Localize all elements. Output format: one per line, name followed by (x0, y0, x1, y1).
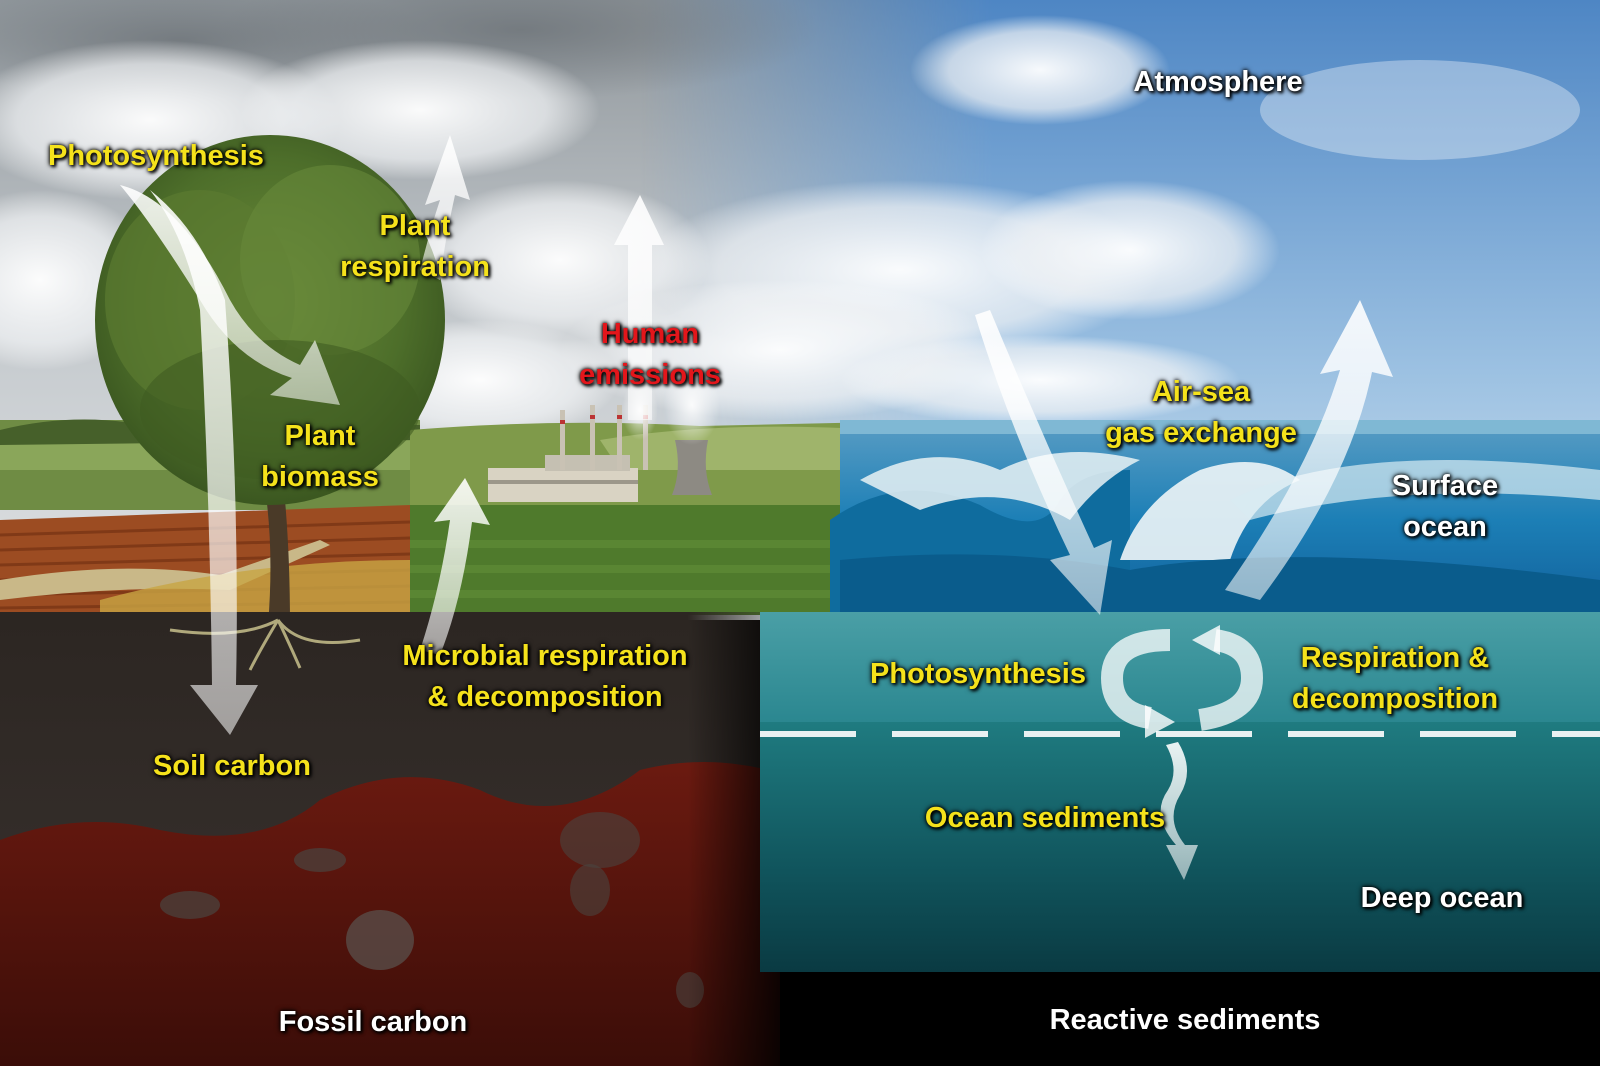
roots (169, 618, 361, 671)
plant-respiration-line1: Plant (379, 210, 451, 242)
label-reactive-sediments: Reactive sediments (1049, 1004, 1321, 1036)
label-surface-ocean: Surface ocean (1392, 466, 1498, 548)
plant-respiration-line2: respiration (340, 251, 490, 283)
label-plant-biomass: Plant biomass (261, 416, 379, 498)
human-emissions-arrow (614, 195, 664, 420)
ocean-sediments-arrow (1160, 742, 1198, 880)
microbial-respiration-arrow (420, 478, 490, 655)
human-emissions-line2: emissions (579, 359, 721, 391)
power-plant (488, 365, 720, 502)
human-emissions-line1: Human (600, 318, 700, 350)
label-air-sea-exchange: Air-sea gas exchange (1105, 372, 1297, 454)
respiration-decomposition-line2: decomposition (1291, 683, 1499, 715)
label-ocean-sediments: Ocean sediments (924, 802, 1166, 834)
air-sea-up-arrow (1225, 300, 1393, 600)
air-sea-down-arrow (975, 310, 1112, 615)
ocean-cycle-arrows (1100, 629, 1264, 731)
label-human-emissions: Human emissions (579, 314, 721, 396)
respiration-decomposition-line1: Respiration & (1300, 642, 1490, 674)
label-deep-ocean: Deep ocean (1360, 882, 1524, 914)
microbial-respiration-line2: & decomposition (427, 681, 663, 713)
label-photosynthesis-ocean: Photosynthesis (870, 658, 1086, 690)
plant-biomass-line1: Plant (284, 420, 356, 452)
microbial-respiration-line1: Microbial respiration (402, 640, 688, 672)
surface-ocean-line1: Surface (1391, 470, 1499, 502)
reactive-sediment-band (780, 972, 1600, 1066)
label-fossil-carbon: Fossil carbon (278, 1006, 468, 1038)
surface-ocean-band (760, 612, 1600, 722)
land-underground (0, 612, 800, 1066)
plant-respiration-arrow (420, 135, 470, 280)
air-sea-line2: gas exchange (1105, 417, 1297, 449)
label-plant-respiration: Plant respiration (340, 206, 490, 288)
plant-biomass-line2: biomass (261, 461, 379, 493)
label-photosynthesis-land: Photosynthesis (48, 140, 264, 172)
soil-carbon-arrow (150, 190, 258, 735)
air-sea-line1: Air-sea (1151, 376, 1251, 408)
photosynthesis-arrow (120, 185, 340, 405)
label-microbial-respiration: Microbial respiration & decomposition (402, 636, 687, 718)
label-respiration-decomposition: Respiration & decomposition (1292, 638, 1498, 720)
label-soil-carbon: Soil carbon (153, 750, 311, 782)
label-atmosphere: Atmosphere (1133, 66, 1303, 98)
surface-ocean-line2: ocean (1403, 511, 1487, 543)
flux-arrows (120, 135, 1393, 880)
